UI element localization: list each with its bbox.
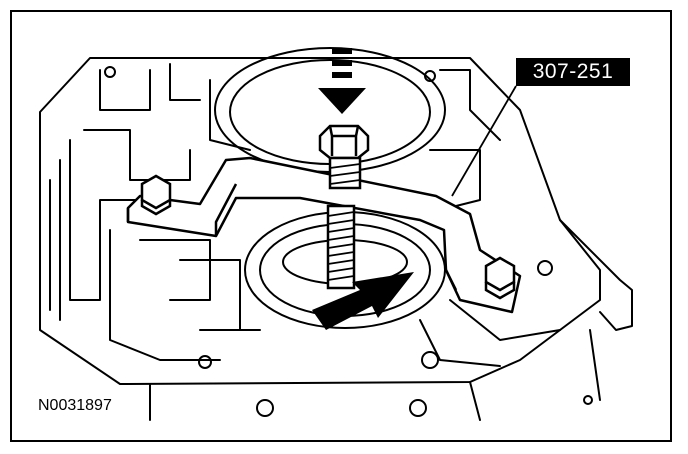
case-bottom-edge	[149, 329, 601, 421]
dashed-down-arrow-icon	[318, 48, 366, 114]
hole	[256, 399, 274, 417]
passage-top	[99, 63, 201, 111]
passage-top-2	[209, 79, 251, 151]
case-right-edge	[559, 219, 633, 331]
hole	[421, 351, 439, 369]
tool-number-callout: 307-251	[516, 58, 630, 86]
passage-left-2	[83, 129, 191, 181]
hole	[424, 70, 436, 82]
tool-bracket	[126, 156, 522, 314]
case-outline	[39, 57, 601, 385]
hole	[537, 260, 553, 276]
hole	[104, 66, 116, 78]
callout-leader	[451, 85, 517, 197]
passage-left-6	[179, 259, 261, 331]
passage-right-1	[429, 149, 481, 211]
hole	[409, 399, 427, 417]
figure-id: N0031897	[38, 397, 112, 414]
bracket-nut-left	[140, 174, 172, 216]
passage-right-4	[419, 319, 501, 367]
passage-left-1	[69, 139, 161, 301]
passage-left-3	[49, 159, 61, 321]
forcing-screw	[318, 124, 370, 290]
bracket-nut-right	[484, 256, 516, 300]
hole	[198, 355, 212, 369]
passage-right-3	[449, 299, 561, 341]
passage-right-2	[439, 69, 501, 141]
passage-left-4	[109, 229, 221, 361]
bold-pointer-arrow-icon	[312, 272, 414, 330]
passage-left-5	[139, 239, 211, 301]
hole	[583, 395, 593, 405]
